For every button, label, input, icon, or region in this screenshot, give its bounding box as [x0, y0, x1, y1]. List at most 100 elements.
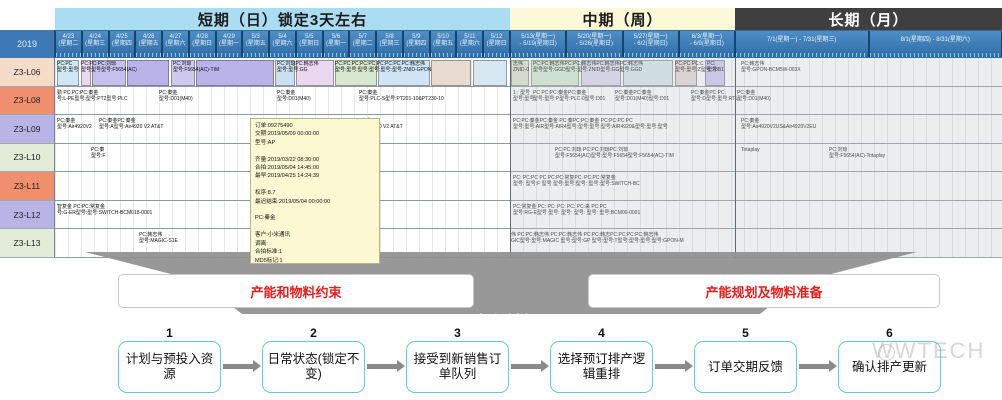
day-tick-weekday: (星期五	[245, 41, 266, 47]
day-tick-date: 5/11	[464, 34, 476, 40]
day-tick-weekday: (星期五	[433, 41, 454, 47]
day-tick[interactable]: 5/10(星期五	[429, 31, 457, 57]
row-label-z3-l11[interactable]: Z3-L11	[0, 172, 55, 201]
gantt-task-bar[interactable]	[196, 60, 274, 86]
week-tick[interactable]: 6/3(星期一)- 6/9(星期日)	[678, 31, 735, 57]
gantt-row[interactable]	[55, 115, 1002, 144]
step-box-1[interactable]: 计划与预投入资源	[118, 341, 221, 393]
step-label: 接受到新销售订单队列	[413, 352, 502, 381]
month-tick[interactable]: 8/1(星期四) - 8/31(星期六)	[868, 31, 1002, 57]
day-tick[interactable]: 4/28(星期日	[188, 31, 216, 57]
gantt-task-bar[interactable]	[92, 60, 126, 86]
gantt-task-bar[interactable]	[431, 60, 471, 86]
tick-ruler	[679, 53, 734, 57]
gantt-task-bar[interactable]	[511, 60, 529, 86]
gantt-row[interactable]	[55, 143, 1002, 173]
row-label-z3-l12[interactable]: Z3-L12	[0, 200, 55, 230]
day-tick[interactable]: 5/4(星期六	[269, 31, 296, 57]
callout-capacity-planning-prep: 产能规划及物料准备	[588, 274, 940, 308]
gantt-task-bar[interactable]	[581, 60, 621, 86]
week-tick[interactable]: 5/27(星期一)- 6/2(星期日)	[622, 31, 679, 57]
tick-ruler	[567, 53, 622, 57]
day-tick-weekday: (星期二	[58, 41, 79, 47]
gantt-task-bar[interactable]	[473, 60, 507, 86]
step-box-5[interactable]: 订单交期反馈	[694, 341, 797, 393]
gantt-task-bar[interactable]	[296, 60, 334, 86]
day-tick[interactable]: 4/26(星期五	[135, 31, 163, 57]
week-tick-end: - 5/19(星期日)	[519, 41, 557, 47]
week-tick[interactable]: 5/20(星期一)- 5/26(星期日)	[566, 31, 623, 57]
day-tick-date: 5/7	[358, 34, 367, 40]
row-label-z3-l13[interactable]: Z3-L13	[0, 229, 55, 258]
day-tick[interactable]: 5/6(星期一	[322, 31, 350, 57]
gantt-row[interactable]	[55, 172, 1002, 201]
step-number: 6	[886, 326, 893, 340]
gantt-task-bar[interactable]	[127, 60, 169, 86]
day-tick[interactable]: 5/11(星期六	[456, 31, 484, 57]
day-tick-weekday: (星期二	[352, 41, 373, 47]
day-tick-date: 4/29	[223, 34, 235, 40]
row-label-z3-l10[interactable]: Z3-L10	[0, 143, 55, 173]
day-tick[interactable]: 5/5(星期日	[295, 31, 323, 57]
step-arrow	[799, 360, 837, 372]
gantt-row[interactable]	[55, 86, 1002, 116]
row-label-z3-l06[interactable]: Z3-L06	[0, 58, 55, 87]
day-tick[interactable]: 5/7(星期二	[349, 31, 377, 57]
step-box-4[interactable]: 选择预订排产逻辑重排	[550, 341, 653, 393]
row-label-z3-l09[interactable]: Z3-L09	[0, 115, 55, 144]
gantt-task-bar[interactable]	[171, 60, 195, 86]
gantt-task-bar[interactable]	[57, 60, 79, 86]
tooltip-line	[255, 147, 375, 155]
day-tick[interactable]: 5/12(星期日	[483, 31, 510, 57]
gantt-task-bar[interactable]	[275, 60, 295, 86]
day-tick-date: 4/27	[169, 34, 182, 40]
day-tick[interactable]: 4/29(星期一	[215, 31, 243, 57]
tick-ruler	[869, 53, 1001, 57]
day-tick[interactable]: 5/3(星期五	[242, 31, 270, 57]
tooltip-line: PC:秦金	[255, 215, 276, 222]
day-tick-date: 4/23	[62, 34, 75, 40]
row-label-text: Z3-L10	[13, 152, 41, 163]
gantt-task-bar[interactable]	[335, 60, 377, 86]
step-number: 2	[310, 326, 317, 340]
gantt-task-bar[interactable]	[378, 60, 430, 86]
gantt-row[interactable]	[55, 200, 1002, 230]
step-label: 日常状态(锁定不变)	[267, 352, 360, 381]
month-tick[interactable]: 7/1(星期一) - 7/31(星期三)	[735, 31, 869, 57]
tooltip-line: 客户:小米通讯	[255, 232, 291, 239]
gantt-task-bar[interactable]	[705, 60, 725, 86]
rolling-plan-label: 滚动计划	[472, 313, 529, 328]
day-tick-date: 5/12	[490, 34, 503, 40]
gantt-task-bar[interactable]	[623, 60, 673, 86]
tick-ruler	[56, 53, 81, 57]
grid-vertical-lines	[55, 86, 1002, 115]
step-box-2[interactable]: 日常状态(锁定不变)	[262, 341, 365, 393]
day-tick[interactable]: 4/23(星期二	[55, 31, 82, 57]
gantt-row[interactable]	[55, 58, 1002, 87]
day-tick-date: 5/8	[385, 34, 394, 40]
gantt-task-bar[interactable]	[81, 60, 91, 86]
tick-ruler	[136, 53, 162, 57]
row-label-z3-l08[interactable]: Z3-L08	[0, 86, 55, 116]
month-tick-range: 7/1(星期一) - 7/31(星期三)	[767, 37, 837, 43]
day-tick-date: 5/4	[278, 34, 287, 40]
day-tick[interactable]: 5/8(星期三	[376, 31, 403, 57]
row-label-text: Z3-L06	[13, 66, 41, 77]
day-tick[interactable]: 4/24(星期三	[81, 31, 109, 57]
day-tick[interactable]: 5/9(星期四	[402, 31, 430, 57]
day-tick[interactable]: 4/27(星期六	[162, 31, 189, 57]
step-box-3[interactable]: 接受到新销售订单队列	[406, 341, 509, 393]
day-tick-date: 5/3	[251, 34, 260, 40]
week-tick[interactable]: 5/13(星期一)- 5/19(星期日)	[510, 31, 567, 57]
tooltip-line	[255, 223, 375, 231]
gantt-task-bar[interactable]	[531, 60, 579, 86]
tick-ruler	[484, 53, 509, 57]
day-tick[interactable]: 4/25(星期四	[108, 31, 136, 57]
callout-capacity-material-constraint: 产能和物料约束	[118, 274, 474, 308]
tick-ruler	[189, 53, 215, 57]
tick-ruler	[109, 53, 135, 57]
gantt-task-bar[interactable]	[675, 60, 697, 86]
